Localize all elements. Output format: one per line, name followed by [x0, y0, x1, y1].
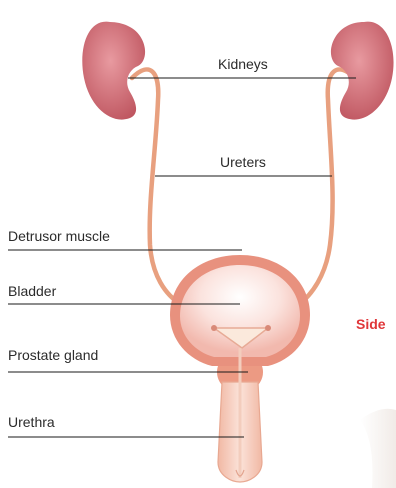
- side-heading: Side: [356, 316, 386, 332]
- urethra-label: Urethra: [8, 414, 55, 430]
- detrusor-muscle-label: Detrusor muscle: [8, 228, 110, 244]
- prostate-gland-label: Prostate gland: [8, 347, 98, 363]
- leader-lines: [8, 78, 356, 437]
- bladder-label: Bladder: [8, 283, 56, 299]
- background-shading: [360, 409, 396, 488]
- left-kidney: [82, 22, 145, 120]
- left-ureter: [132, 69, 182, 305]
- ureters-label: Ureters: [220, 154, 266, 170]
- kidneys-label: Kidneys: [218, 56, 268, 72]
